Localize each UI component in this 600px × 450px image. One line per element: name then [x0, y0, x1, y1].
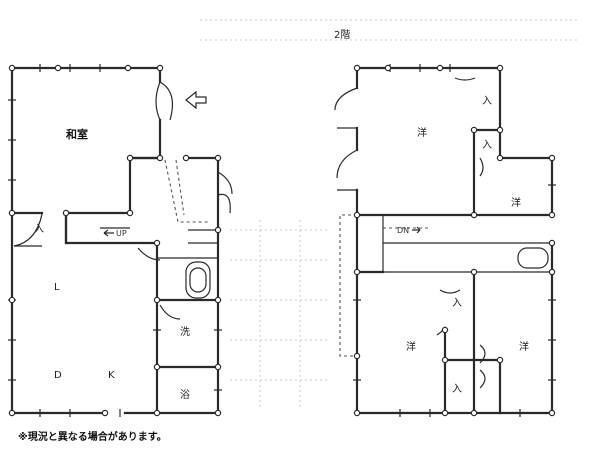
closet-label-low: 入 — [452, 298, 462, 309]
room-label-dining: D — [54, 370, 62, 381]
stair-down-arrow-icon — [412, 226, 421, 234]
stair-up-label: UP — [116, 229, 127, 238]
room-label-washitsu: 和室 — [66, 127, 88, 141]
room-label-wash: 洗 — [180, 326, 190, 338]
room-label-yo-bottom-left: 洋 — [406, 340, 416, 353]
closet-label-floor1: 入 — [34, 224, 44, 235]
disclaimer-note: ※現況と異なる場合があります。 — [18, 432, 167, 443]
closet-label-mid: 入 — [482, 140, 492, 151]
floor2-title: 2階 — [334, 29, 350, 41]
room-label-yo-right: 洋 — [511, 196, 521, 209]
room-label-yo-top: 洋 — [417, 126, 427, 139]
closet-label-bottom: 入 — [452, 384, 462, 395]
stair-up-arrow-icon — [103, 229, 114, 237]
background-grid — [200, 19, 580, 410]
stair-down-label: DN — [397, 226, 409, 235]
floor1-plan — [8, 64, 233, 417]
floor2-plan — [334, 64, 556, 417]
room-label-kitchen: K — [108, 370, 115, 381]
closet-label-top: 入 — [482, 96, 492, 107]
room-label-yo-bottom-right: 洋 — [519, 340, 529, 353]
room-label-bath: 浴 — [180, 389, 190, 401]
room-label-living: L — [54, 282, 60, 293]
